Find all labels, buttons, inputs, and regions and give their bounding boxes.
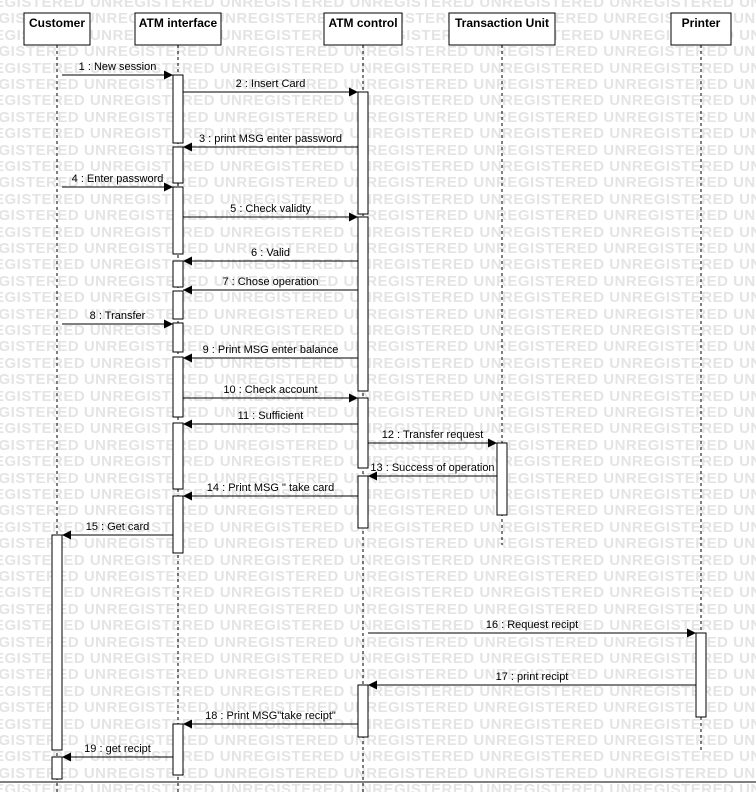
message-label: 6 : Valid [251, 247, 290, 259]
message-label: 3 : print MSG enter password [199, 133, 342, 145]
message-label: 15 : Get card [86, 521, 150, 533]
message-label: 2 : Insert Card [236, 78, 306, 90]
activation-bar-atm-interface [172, 186, 184, 255]
lifeline-head-customer [23, 12, 91, 46]
activation-bar-atm-interface [172, 723, 184, 776]
message-label: 7 : Chose operation [222, 276, 318, 288]
message-1: 1 : New session [62, 61, 173, 80]
message-4: 4 : Enter password [62, 173, 173, 192]
message-5: 5 : Check validty [183, 203, 358, 222]
message-10: 10 : Check account [183, 384, 358, 403]
message-label: 5 : Check validty [230, 203, 311, 215]
activation-bar-atm-control [357, 475, 369, 529]
message-label: 1 : New session [79, 61, 157, 73]
activation-bar-printer [695, 632, 707, 718]
message-13: 13 : Success of operation [368, 462, 497, 481]
activation-bar-atm-interface [172, 290, 184, 320]
message-label: 4 : Enter password [72, 173, 164, 185]
lifeline-label-transaction-unit: Transaction Unit [455, 16, 549, 30]
message-label: 18 : Print MSG"take recipt" [205, 710, 336, 722]
message-label: 13 : Success of operation [370, 462, 494, 474]
message-3: 3 : print MSG enter password [183, 133, 358, 152]
message-19: 19 : get recipt [62, 743, 173, 762]
activation-bar-atm-control [357, 91, 369, 215]
activation-bar-atm-interface [172, 146, 184, 184]
message-15: 15 : Get card [62, 521, 173, 540]
message-label: 12 : Transfer request [382, 429, 484, 441]
activation-bar-atm-interface [172, 74, 184, 144]
message-label: 14 : Print MSG " take card [207, 482, 334, 494]
lifeline-label-atm-interface: ATM interface [139, 16, 218, 30]
message-label: 9 : Print MSG enter balance [203, 344, 339, 356]
activation-bar-atm-interface [172, 322, 184, 353]
message-label: 19 : get recipt [84, 743, 151, 755]
lifeline-head-atm-interface [134, 12, 222, 46]
activation-bar-atm-interface [172, 260, 184, 288]
message-9: 9 : Print MSG enter balance [183, 344, 358, 363]
message-7: 7 : Chose operation [183, 276, 358, 295]
activation-bar-customer [51, 534, 63, 751]
activation-bar-atm-control [357, 684, 369, 738]
lifeline-label-customer: Customer [29, 16, 85, 30]
message-17: 17 : print recipt [368, 671, 696, 690]
message-12: 12 : Transfer request [368, 429, 497, 448]
message-18: 18 : Print MSG"take recipt" [183, 710, 358, 729]
message-2: 2 : Insert Card [183, 78, 358, 97]
activation-bar-customer [51, 756, 63, 780]
message-11: 11 : Sufficient [183, 410, 358, 429]
lifeline-label-atm-control: ATM control [328, 16, 397, 30]
message-label: 10 : Check account [223, 384, 317, 396]
activation-bar-atm-interface [172, 495, 184, 554]
message-label: 16 : Request recipt [486, 619, 578, 631]
message-8: 8 : Transfer [62, 310, 173, 329]
lifeline-label-printer: Printer [682, 16, 721, 30]
activation-bar-transaction-unit [496, 442, 508, 516]
message-label: 11 : Sufficient [238, 410, 304, 422]
activation-bar-atm-interface [172, 422, 184, 490]
activation-bar-atm-control [357, 397, 369, 469]
message-label: 17 : print recipt [496, 671, 569, 683]
message-label: 8 : Transfer [90, 310, 146, 322]
message-14: 14 : Print MSG " take card [183, 482, 358, 501]
lifeline-head-printer [670, 12, 732, 46]
lifeline-head-transaction-unit [448, 12, 556, 46]
lifeline-head-atm-control [323, 12, 403, 46]
activation-bar-atm-control [357, 216, 369, 392]
message-6: 6 : Valid [183, 247, 358, 266]
activation-bar-atm-interface [172, 356, 184, 418]
message-16: 16 : Request recipt [368, 619, 696, 638]
